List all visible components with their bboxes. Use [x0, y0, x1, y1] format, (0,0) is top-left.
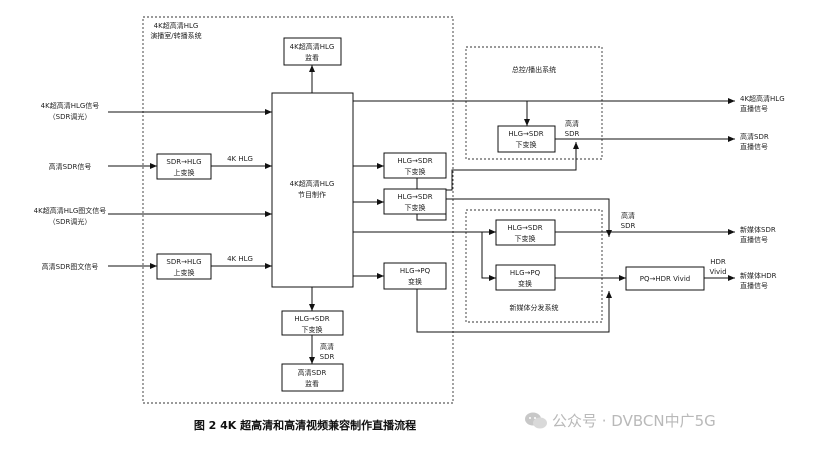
hdr-vivid-label-1: HDR [710, 258, 726, 266]
svg-text:变换: 变换 [408, 277, 422, 286]
output-label-3a: 新媒体SDR [740, 225, 776, 234]
svg-text:HLG→PQ: HLG→PQ [400, 267, 431, 275]
svg-text:下变换: 下变换 [516, 140, 537, 149]
svg-text:下变换: 下变换 [405, 203, 426, 212]
svg-text:SDR→HLG: SDR→HLG [166, 258, 201, 266]
svg-text:变换: 变换 [518, 279, 532, 288]
production-box: 4K超高清HLG 节目制作 [271, 92, 354, 288]
svg-text:SDR→HLG: SDR→HLG [166, 158, 201, 166]
hdr-vivid-label-2: Vivid [709, 268, 726, 276]
input-label-1b: （SDR调光） [49, 112, 92, 121]
svg-text:高清SDR: 高清SDR [298, 368, 327, 377]
output-label-2a: 高清SDR [740, 132, 769, 141]
monitor-hd-box: 高清SDR 监看 [281, 363, 344, 392]
new-media-down-box: HLG→SDR 下变换 [495, 219, 556, 246]
svg-text:下变换: 下变换 [515, 234, 536, 243]
studio-title-1: 4K超高清HLG [154, 21, 199, 30]
svg-text:监看: 监看 [305, 53, 319, 62]
down-converter-1-box: HLG→SDR 下变换 [383, 152, 447, 179]
input-label-3a: 4K超高清HLG图文信号 [34, 206, 107, 215]
master-control-region [465, 46, 603, 160]
up-converter-1-box: SDR→HLG 上变换 [156, 153, 212, 180]
svg-text:监看: 监看 [305, 379, 319, 388]
svg-text:HLG→SDR: HLG→SDR [294, 315, 329, 323]
svg-text:节目制作: 节目制作 [298, 190, 326, 199]
svg-text:PQ→HDR Vivid: PQ→HDR Vivid [640, 275, 690, 283]
svg-text:HLG→PQ: HLG→PQ [510, 269, 541, 277]
connectors [108, 65, 735, 364]
watermark: 公众号 · DVBCN中广5G [524, 410, 716, 431]
new-media-region [465, 209, 603, 323]
output-label-2b: 直播信号 [740, 142, 768, 151]
output-label-4b: 直播信号 [740, 281, 768, 290]
svg-text:上变换: 上变换 [174, 168, 195, 177]
output-label-3b: 直播信号 [740, 235, 768, 244]
hdr-vivid-box: PQ→HDR Vivid [625, 266, 705, 291]
wechat-icon [525, 412, 547, 428]
watermark-text: 公众号 · DVBCN中广5G [552, 412, 716, 430]
hlg-label-1: 4K HLG [227, 155, 253, 163]
input-label-2: 高清SDR信号 [49, 162, 92, 171]
pq-converter-box: HLG→PQ 变换 [383, 262, 447, 290]
output-label-4a: 新媒体HDR [740, 271, 777, 280]
output-label-1a: 4K超高清HLG [740, 94, 785, 103]
bottom-sdr-label-1: 高清 [320, 342, 334, 351]
nm-sdr-label-1: 高清 [621, 211, 635, 220]
new-media-title: 新媒体分发系统 [510, 303, 559, 312]
input-label-1a: 4K超高清HLG信号 [41, 101, 100, 110]
input-label-3b: （SDR调光） [49, 217, 92, 226]
figure-caption: 图 2 4K 超高清和高清视频兼容制作直播流程 [193, 419, 417, 432]
studio-title-2: 演播室/转播系统 [150, 31, 201, 40]
svg-text:HLG→SDR: HLG→SDR [397, 193, 432, 201]
svg-text:HLG→SDR: HLG→SDR [508, 130, 543, 138]
svg-text:HLG→SDR: HLG→SDR [397, 157, 432, 165]
svg-text:HLG→SDR: HLG→SDR [507, 224, 542, 232]
new-media-pq-box: HLG→PQ 变换 [495, 264, 556, 291]
hlg-label-2: 4K HLG [227, 255, 253, 263]
up-converter-2-box: SDR→HLG 上变换 [156, 253, 212, 280]
mc-sdr-label-2: SDR [565, 130, 580, 138]
svg-text:下变换: 下变换 [405, 167, 426, 176]
bottom-sdr-label-2: SDR [320, 353, 335, 361]
nm-sdr-label-2: SDR [621, 222, 636, 230]
svg-text:下变换: 下变换 [302, 325, 323, 334]
master-control-title: 总控/播出系统 [512, 65, 556, 74]
input-label-4: 高清SDR图文信号 [42, 262, 99, 271]
mc-sdr-label-1: 高清 [565, 119, 579, 128]
svg-text:上变换: 上变换 [174, 268, 195, 277]
svg-text:4K超高清HLG: 4K超高清HLG [290, 42, 335, 51]
down-converter-bottom-box: HLG→SDR 下变换 [281, 310, 344, 336]
monitor-4k-box: 4K超高清HLG 监看 [283, 37, 342, 66]
down-converter-2-box: HLG→SDR 下变换 [383, 188, 447, 215]
output-label-1b: 直播信号 [740, 104, 768, 113]
master-control-down-box: HLG→SDR 下变换 [497, 125, 556, 153]
svg-text:4K超高清HLG: 4K超高清HLG [290, 179, 335, 188]
